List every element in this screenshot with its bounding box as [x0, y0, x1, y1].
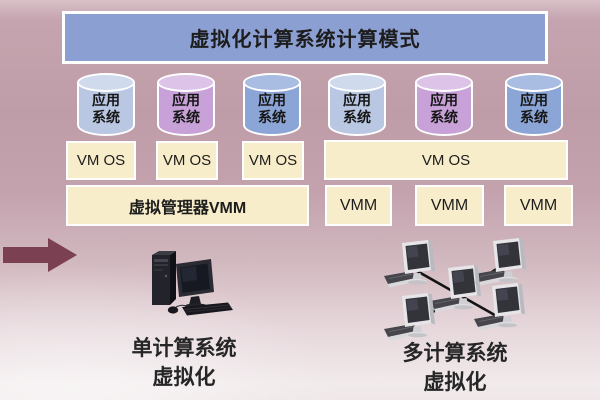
vmm-manager-box: 虚拟管理器VMM [66, 185, 309, 226]
vm-os-box: VM OS [66, 141, 136, 180]
cylinder-top [505, 73, 563, 92]
cylinder-top [415, 73, 473, 92]
app-system-label: 应用 [172, 92, 200, 108]
app-system-label: 应用 [520, 92, 548, 108]
vm-os-label: VM OS [421, 151, 471, 169]
caption-line: 单计算系统 [131, 337, 237, 360]
app-system-label: 应用 [343, 92, 371, 108]
caption-line: 虚拟化 [152, 366, 216, 389]
app-system-label: 系统 [172, 109, 200, 125]
vmm-box: VMM [415, 185, 484, 226]
app-system-label: 系统 [520, 109, 548, 125]
diagram-title: 虚拟化计算系统计算模式 [62, 11, 548, 64]
vm-os-label: VM OS [248, 152, 298, 169]
app-system-cylinder: 应用系统 [243, 73, 301, 136]
diagram-title-text: 虚拟化计算系统计算模式 [189, 29, 421, 51]
vmm-manager-label: 虚拟管理器VMM [128, 199, 247, 217]
app-system-cylinder: 应用系统 [328, 73, 386, 136]
vm-os-label: VM OS [76, 152, 126, 169]
caption-line: 虚拟化 [423, 371, 487, 394]
cylinder-top [328, 73, 386, 92]
app-system-label: 应用 [258, 92, 286, 108]
vm-os-box: VM OS [156, 141, 218, 180]
cylinder-top [157, 73, 215, 92]
vmm-label: VMM [430, 196, 469, 214]
app-system-cylinder: 应用系统 [415, 73, 473, 136]
app-system-cylinder: 应用系统 [157, 73, 215, 136]
caption-line: 多计算系统 [402, 342, 508, 365]
vm-os-wide-box: VM OS [324, 140, 568, 180]
networked-computers-icon [383, 237, 527, 341]
vmm-label: VMM [519, 196, 558, 214]
vm-os-label: VM OS [162, 152, 212, 169]
app-system-cylinder: 应用系统 [505, 73, 563, 136]
cylinder-body [415, 82, 473, 136]
vmm-box: VMM [325, 185, 392, 226]
cylinder-top [77, 73, 135, 92]
vm-os-box: VM OS [242, 141, 304, 180]
right-arrow-icon [3, 238, 77, 272]
vmm-label: VMM [339, 196, 378, 214]
app-system-label: 系统 [258, 109, 286, 125]
desktop-computer-icon [152, 251, 233, 316]
app-system-label: 系统 [430, 109, 458, 125]
app-system-cylinder: 应用系统 [77, 73, 135, 136]
app-system-label: 系统 [92, 109, 120, 125]
app-system-label: 系统 [343, 109, 371, 125]
cylinder-top [243, 73, 301, 92]
multi-system-caption: 多计算系统 虚拟化 [365, 339, 545, 397]
vmm-box: VMM [504, 185, 573, 226]
single-system-caption: 单计算系统 虚拟化 [94, 334, 274, 392]
app-system-label: 应用 [430, 92, 458, 108]
app-system-label: 应用 [92, 92, 120, 108]
